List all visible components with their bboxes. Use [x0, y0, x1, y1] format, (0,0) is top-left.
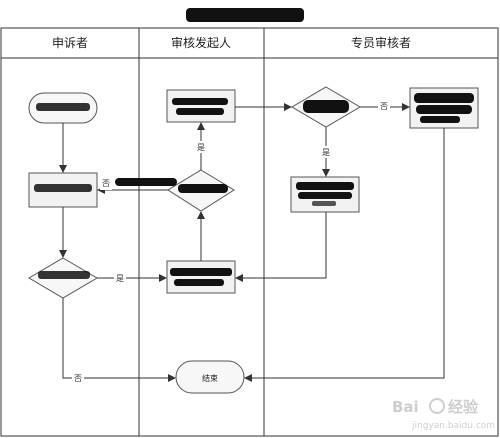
- complainant-decision: [28, 257, 98, 299]
- complainant-process-box: [28, 172, 98, 208]
- complainant-process-redaction: [34, 184, 92, 192]
- initiator-handle-box: [166, 260, 236, 294]
- initiator-decision-redaction: [178, 184, 228, 193]
- watermark-brand: Bai: [392, 398, 419, 416]
- edge-label-no-2: 否: [102, 179, 110, 188]
- specialist-approve-redaction-2: [298, 192, 352, 199]
- edge-label-no-3: 否: [380, 102, 388, 111]
- edge-approve-to-initiator-handle: [235, 212, 327, 282]
- specialist-reject-redaction-1: [414, 93, 474, 103]
- edge-label-no-1: 否: [74, 374, 82, 383]
- initiator-submit-redaction-1: [172, 98, 228, 105]
- specialist-reject-box: [409, 87, 479, 129]
- diagram-frame: [0, 27, 499, 437]
- edge-decision-no-to-end: [62, 298, 176, 382]
- watermark-suffix: 经验: [448, 398, 479, 416]
- edge-label-yes-3: 是: [322, 148, 330, 157]
- specialist-approve-redaction-3: [312, 201, 336, 206]
- edge-reject-to-end: [244, 128, 445, 382]
- paw-icon: [429, 398, 445, 414]
- watermark-url: jingyan.baidu.com: [411, 421, 495, 431]
- edge-no-redaction: [115, 178, 177, 186]
- watermark: Bai 经验 jingyan.baidu.com: [392, 398, 495, 431]
- lane-header-specialist-reviewer: 专员审核者: [351, 35, 411, 50]
- specialist-reject-redaction-3: [420, 116, 460, 123]
- initiator-handle-redaction-1: [170, 268, 232, 276]
- edge-label-yes-1: 是: [116, 274, 124, 283]
- initiator-submit-box: [166, 89, 236, 123]
- edge-label-yes-2: 是: [197, 143, 205, 152]
- complainant-decision-redaction: [38, 271, 90, 279]
- initiator-handle-redaction-2: [174, 279, 224, 286]
- specialist-decision-redaction: [303, 100, 349, 113]
- initiator-decision: [167, 169, 235, 212]
- end-terminator: 结束: [175, 360, 245, 394]
- end-label: 结束: [202, 373, 218, 383]
- specialist-reject-redaction-2: [416, 105, 472, 114]
- start-terminator: [28, 92, 98, 124]
- initiator-submit-redaction-2: [176, 108, 224, 115]
- lane-header-review-initiator: 审核发起人: [171, 35, 231, 50]
- specialist-approve-redaction-1: [296, 182, 354, 190]
- lane-header-complainant: 申诉者: [52, 36, 88, 50]
- title-redaction: [186, 8, 304, 22]
- specialist-approve-box: [290, 176, 360, 213]
- specialist-decision: [291, 86, 361, 128]
- start-text-redaction: [36, 103, 90, 111]
